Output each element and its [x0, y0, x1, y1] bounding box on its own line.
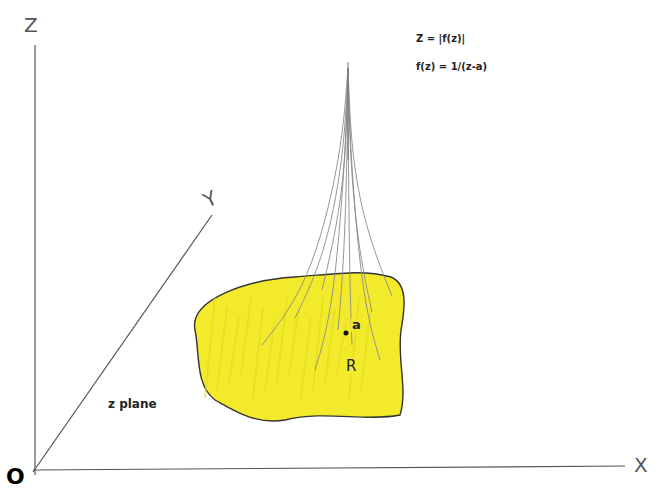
surface-line [295, 68, 348, 318]
formula: Z = |f(z)| [416, 33, 465, 44]
region-fill [195, 273, 405, 421]
crayon-stroke [217, 308, 227, 390]
crayon-stroke [313, 298, 323, 390]
crayon-stroke [241, 298, 251, 374]
z-axis [34, 45, 35, 475]
surface-line [348, 68, 380, 360]
crayon-stroke [265, 318, 275, 390]
axis-label: Y [200, 186, 220, 211]
axis-label: X [634, 454, 648, 476]
region-label: R [345, 358, 357, 375]
y-axis [33, 215, 212, 472]
surface-line [315, 68, 348, 370]
surface-line [262, 68, 348, 345]
crayon-stroke [301, 318, 311, 398]
crayon-stroke [277, 298, 287, 382]
crayon-stroke [229, 318, 239, 382]
surface-line [348, 68, 372, 312]
plane-label: z plane [108, 398, 157, 411]
surface-line [348, 62, 349, 160]
point-dot [344, 331, 349, 336]
crayon-stroke [205, 298, 215, 398]
x-axis [33, 466, 625, 470]
surface-line [348, 68, 392, 296]
crayon-stroke [289, 308, 299, 374]
crayon-stroke [253, 308, 263, 398]
formula: f(z) = 1/(z-a) [416, 61, 487, 72]
origin-label: O [6, 465, 25, 489]
axis-label: Z [24, 14, 38, 36]
crayon-stroke [325, 308, 335, 382]
surface-line [322, 68, 348, 290]
point-label: a [351, 318, 362, 332]
